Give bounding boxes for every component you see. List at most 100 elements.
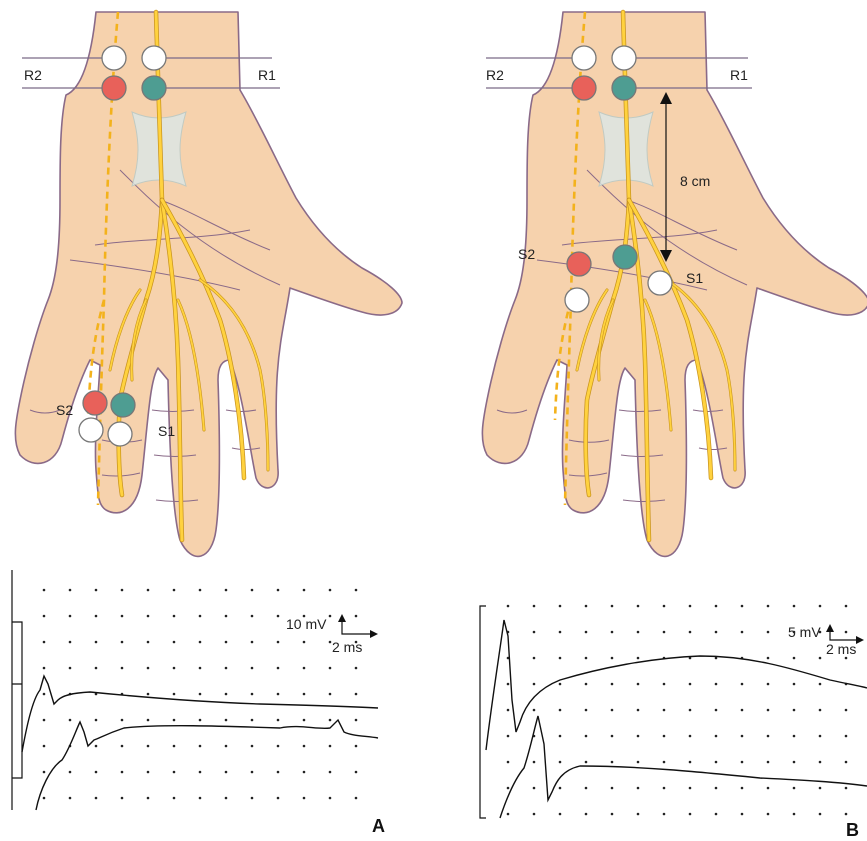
grid-dot <box>95 667 98 670</box>
grid-dot <box>199 719 202 722</box>
grid-dot <box>715 709 718 712</box>
grid-dot <box>559 605 562 608</box>
grid-dot <box>741 605 744 608</box>
grid-dot <box>199 771 202 774</box>
grid-dot <box>715 605 718 608</box>
grid-dot <box>845 813 848 816</box>
grid-dot <box>663 605 666 608</box>
grid-dot <box>355 667 358 670</box>
grid-dot <box>793 709 796 712</box>
grid-dot <box>303 771 306 774</box>
grid-dot <box>173 797 176 800</box>
grid-dot <box>199 745 202 748</box>
grid-dot <box>173 641 176 644</box>
grid-dot <box>173 667 176 670</box>
grid-dot <box>355 719 358 722</box>
grid-dot <box>251 797 254 800</box>
grid-dot <box>767 735 770 738</box>
grid-dot <box>845 709 848 712</box>
grid-dot <box>533 787 536 790</box>
s2-stim-cathode <box>567 252 591 276</box>
grid-dot <box>277 719 280 722</box>
grid-dot <box>225 797 228 800</box>
grid-dot <box>69 615 72 618</box>
grid-dot <box>637 709 640 712</box>
r2-reference-electrode <box>572 46 596 70</box>
grid-dot <box>43 693 46 696</box>
grid-dot <box>689 683 692 686</box>
grid-dot <box>741 709 744 712</box>
grid-dot <box>329 719 332 722</box>
grid-dot <box>637 657 640 660</box>
grid-dot <box>819 709 822 712</box>
grid-dot <box>689 709 692 712</box>
grid-dot <box>559 709 562 712</box>
label-s2: S2 <box>518 246 535 262</box>
grid-dot <box>845 735 848 738</box>
grid-dot <box>611 735 614 738</box>
s1-stim-anode <box>648 271 672 295</box>
r2-active-electrode <box>102 76 126 100</box>
label-s1: S1 <box>686 270 703 286</box>
grid-dot <box>121 667 124 670</box>
grid-dot <box>637 605 640 608</box>
grid-dot <box>741 631 744 634</box>
grid-dot <box>251 615 254 618</box>
grid-dot <box>95 719 98 722</box>
grid-dot <box>251 589 254 592</box>
grid-dot <box>277 745 280 748</box>
grid-dot <box>611 761 614 764</box>
grid-dot <box>559 735 562 738</box>
hand-panel-b <box>482 12 867 556</box>
grid-dot <box>767 605 770 608</box>
time-scale: 2 ms <box>826 641 856 657</box>
grid-dot <box>793 657 796 660</box>
grid-dot <box>845 761 848 764</box>
grid-dot <box>845 787 848 790</box>
grid-dot <box>819 813 822 816</box>
grid-dot <box>251 745 254 748</box>
waveform-panel-a: 10 mV 2 ms A <box>12 570 385 836</box>
grid-dot <box>173 719 176 722</box>
grid-dot <box>225 771 228 774</box>
grid-dot <box>793 813 796 816</box>
grid-dot <box>69 667 72 670</box>
grid-dot <box>533 709 536 712</box>
grid-dot <box>277 667 280 670</box>
grid-dot <box>147 667 150 670</box>
grid-dot <box>559 657 562 660</box>
grid-dot <box>533 605 536 608</box>
grid-dot <box>637 813 640 816</box>
grid-dot <box>199 589 202 592</box>
grid-dot <box>559 631 562 634</box>
label-r2: R2 <box>486 67 504 83</box>
r1-reference-electrode <box>612 46 636 70</box>
grid-dot <box>199 693 202 696</box>
grid-dot <box>147 771 150 774</box>
grid-dot <box>663 683 666 686</box>
grid-dot <box>767 813 770 816</box>
grid-dot <box>741 761 744 764</box>
grid-dot <box>767 709 770 712</box>
grid-dot <box>95 589 98 592</box>
grid-dot <box>715 787 718 790</box>
grid-dot <box>329 745 332 748</box>
grid-dot <box>767 631 770 634</box>
grid-dot <box>121 641 124 644</box>
grid-dot <box>303 797 306 800</box>
s2-stim-cathode <box>83 391 107 415</box>
grid-dot <box>43 641 46 644</box>
grid-dot <box>715 813 718 816</box>
grid-dot <box>199 615 202 618</box>
s1-stim-anode <box>108 422 132 446</box>
grid-dot <box>585 813 588 816</box>
grid-dot <box>793 761 796 764</box>
grid-dot <box>793 605 796 608</box>
grid-dot <box>355 693 358 696</box>
grid-dot <box>147 589 150 592</box>
grid-dot <box>173 745 176 748</box>
grid-dot <box>637 683 640 686</box>
grid-dot <box>663 761 666 764</box>
label-s1: S1 <box>158 423 175 439</box>
grid-dot <box>225 745 228 748</box>
